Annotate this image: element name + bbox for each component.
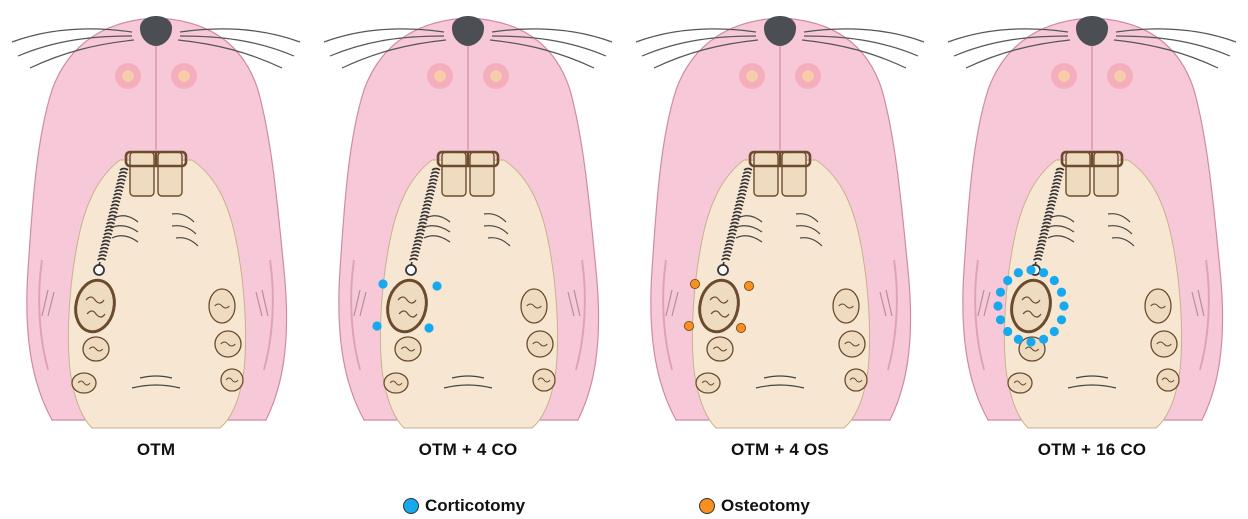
rat-palate-illustration [936,0,1248,430]
corticotomy-dot [1014,268,1023,277]
corticotomy-dot [1059,301,1068,310]
corticotomy-dot [1026,265,1035,274]
nasal-pad-center [1114,70,1126,82]
incisor-right [470,152,494,196]
rat-palate-illustration [624,0,936,430]
rat-palate-illustration [312,0,624,430]
osteotomy-dot [690,279,699,288]
incisor-left [442,152,466,196]
corticotomy-dot [1039,268,1048,277]
corticotomy-dot [424,323,433,332]
nasal-pad-center [122,70,134,82]
osteotomy-dot-icon [699,498,715,514]
panel-otm-4-co: OTM + 4 CO [312,0,624,470]
rat-palate-illustration [0,0,312,430]
nasal-pad-center [178,70,190,82]
incisor-right [782,152,806,196]
incisor-left [754,152,778,196]
corticotomy-dot [1014,335,1023,344]
panel-label: OTM + 4 CO [312,440,624,460]
corticotomy-dot [1026,337,1035,346]
panel-label: OTM [0,440,312,460]
panel-label: OTM + 4 OS [624,440,936,460]
corticotomy-dot [1039,335,1048,344]
corticotomy-dot [1003,327,1012,336]
legend-label: Corticotomy [425,496,525,516]
corticotomy-dot [993,301,1002,310]
nasal-pad-center [746,70,758,82]
nasal-pad-center [490,70,502,82]
corticotomy-dot [1057,315,1066,324]
nasal-pad-center [434,70,446,82]
osteotomy-dot [736,323,745,332]
spring-ring [406,265,416,275]
incisor-left [1066,152,1090,196]
incisor-right [1094,152,1118,196]
corticotomy-dot [378,279,387,288]
corticotomy-dot [1050,327,1059,336]
panel-otm-4-os: OTM + 4 OS [624,0,936,470]
corticotomy-dot [1057,288,1066,297]
corticotomy-dot [432,281,441,290]
incisor-left [130,152,154,196]
incisor-right [158,152,182,196]
panel-label: OTM + 16 CO [936,440,1248,460]
osteotomy-dot [744,281,753,290]
spring-ring [718,265,728,275]
corticotomy-dot [1050,276,1059,285]
corticotomy-dot-icon [403,498,419,514]
panel-otm: OTM [0,0,312,470]
corticotomy-dot [996,315,1005,324]
legend-label: Osteotomy [721,496,810,516]
osteotomy-dot [684,321,693,330]
nasal-pad-center [802,70,814,82]
corticotomy-dot [996,288,1005,297]
corticotomy-dot [372,321,381,330]
spring-ring [94,265,104,275]
nasal-pad-center [1058,70,1070,82]
panel-otm-16-co: OTM + 16 CO [936,0,1248,470]
legend-osteotomy: Osteotomy [699,495,810,517]
legend-corticotomy: Corticotomy [403,495,525,517]
corticotomy-dot [1003,276,1012,285]
